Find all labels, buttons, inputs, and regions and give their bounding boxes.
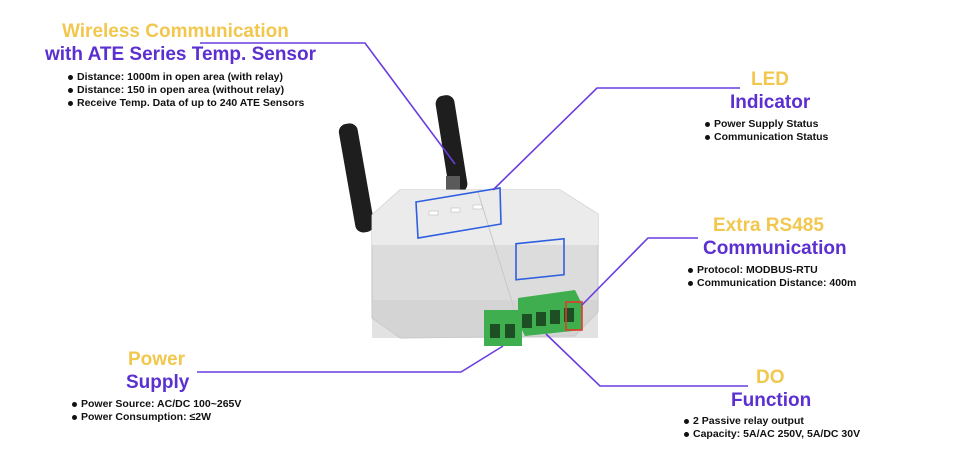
led-bullets: Power Supply Status Communication Status <box>705 118 828 144</box>
power-bullet: Power Source: AC/DC 100~265V <box>72 398 241 411</box>
antenna-left-icon <box>338 123 375 233</box>
led-callout-line <box>492 87 740 191</box>
wireless-title-line1: Wireless Communication <box>62 21 289 42</box>
do-bullets: 2 Passive relay output Capacity: 5A/AC 2… <box>684 415 860 441</box>
do-highlight-box <box>515 237 565 281</box>
rs485-title-line1: Extra RS485 <box>713 215 824 236</box>
wireless-bullets: Distance: 1000m in open area (with relay… <box>68 71 304 110</box>
rs485-bullet: Protocol: MODBUS-RTU <box>688 264 856 277</box>
do-bullet: 2 Passive relay output <box>684 415 860 428</box>
power-terminal-icon <box>484 310 522 346</box>
wireless-callout-line <box>200 42 456 165</box>
wireless-bullet: Receive Temp. Data of up to 240 ATE Sens… <box>68 97 304 110</box>
power-bullets: Power Source: AC/DC 100~265V Power Consu… <box>72 398 241 424</box>
do-callout-line <box>545 333 748 387</box>
do-rs485-terminal-icon <box>518 290 582 336</box>
wireless-bullet: Distance: 1000m in open area (with relay… <box>68 71 304 84</box>
rs485-title-line2: Communication <box>703 238 847 259</box>
power-title-line1: Power <box>128 349 186 370</box>
wireless-bullet: Distance: 150 in open area (without rela… <box>68 84 304 97</box>
do-title-line1: DO <box>756 367 785 388</box>
led-highlight-box <box>415 187 502 239</box>
antenna-right-icon <box>435 95 468 193</box>
led-title-line1: LED <box>751 69 789 90</box>
led-bullet: Communication Status <box>705 131 828 144</box>
rs485-bullets: Protocol: MODBUS-RTU Communication Dista… <box>688 264 856 290</box>
power-callout-line <box>197 345 504 373</box>
led-bullet: Power Supply Status <box>705 118 828 131</box>
power-bullet: Power Consumption: ≤2W <box>72 411 241 424</box>
do-title-line2: Function <box>731 390 812 411</box>
rs485-bullet: Communication Distance: 400m <box>688 277 856 290</box>
do-bullet: Capacity: 5A/AC 250V, 5A/DC 30V <box>684 428 860 441</box>
power-title-line2: Supply <box>126 372 190 393</box>
led-title-line2: Indicator <box>730 92 811 113</box>
wireless-title-line2: with ATE Series Temp. Sensor <box>45 44 316 65</box>
rs485-callout-line <box>581 237 698 306</box>
rs485-highlight-box <box>565 301 583 331</box>
